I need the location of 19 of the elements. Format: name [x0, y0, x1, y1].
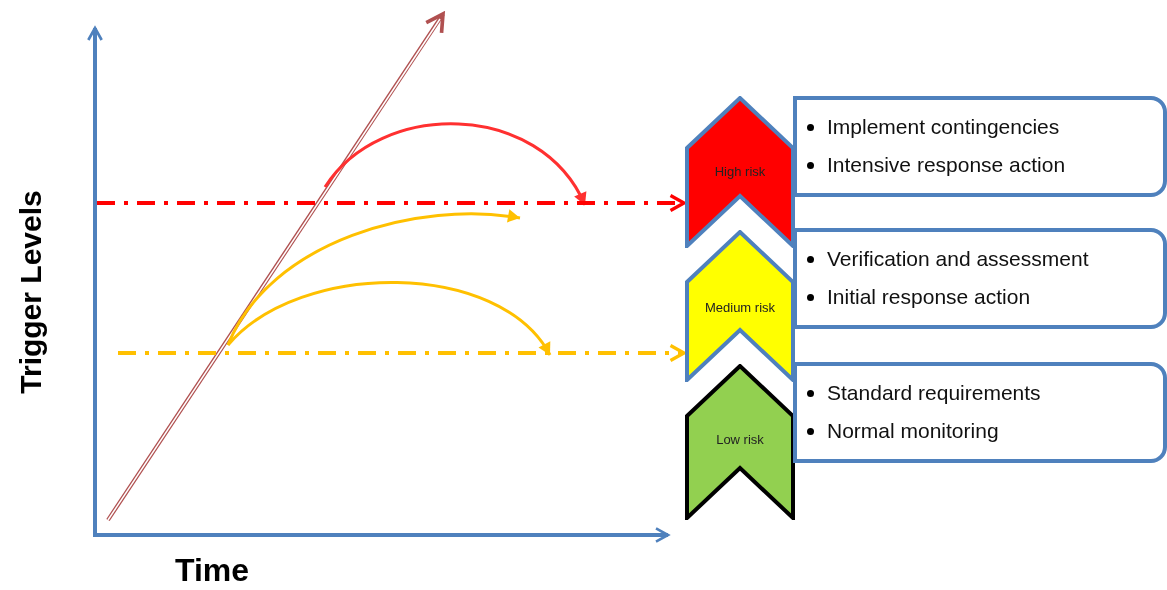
bullet-item: Implement contingencies	[827, 114, 1060, 140]
bullet-item: Initial response action	[827, 284, 1031, 310]
axis-title: Time	[175, 552, 250, 589]
bullet-item: Normal monitoring	[827, 418, 999, 444]
action-box	[793, 96, 1167, 197]
action-box	[793, 362, 1167, 463]
risk-level-shape	[685, 96, 795, 248]
risk-level-label: Low risk	[715, 432, 765, 447]
bullet-item: Standard requirements	[827, 380, 1041, 406]
axis-title: Trigger Levels	[13, 190, 48, 394]
risk-level-label: Medium risk	[703, 300, 777, 315]
trigger-level-arrow	[97, 193, 686, 213]
bullet-item: Verification and assessment	[827, 246, 1089, 272]
risk-level-shape	[685, 364, 795, 520]
risk-level-shape	[685, 230, 795, 382]
trigger-level-arrow	[118, 343, 686, 363]
action-box	[793, 228, 1167, 329]
bullet-item: Intensive response action	[827, 152, 1066, 178]
risk-level-label: High risk	[713, 164, 767, 179]
